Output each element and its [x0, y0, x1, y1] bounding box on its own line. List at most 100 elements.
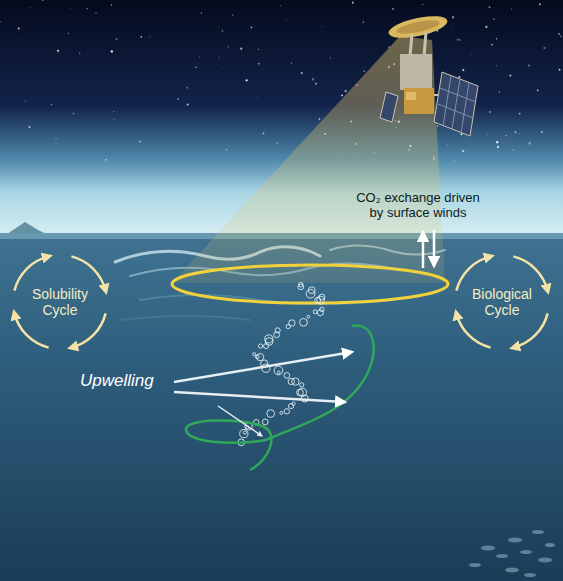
star	[70, 8, 72, 10]
star	[518, 132, 520, 134]
star	[312, 78, 314, 80]
star	[459, 39, 460, 40]
bubble	[264, 344, 269, 349]
bubble	[253, 353, 256, 356]
star	[218, 57, 219, 58]
star	[258, 49, 259, 50]
upwelling-label: Upwelling	[80, 371, 172, 390]
star	[437, 125, 438, 126]
star	[114, 119, 115, 120]
star	[278, 19, 280, 21]
star	[539, 3, 541, 5]
cycle-node: Biological Cycle	[450, 250, 554, 354]
star	[363, 70, 365, 72]
bubble	[240, 429, 248, 437]
bubble	[317, 296, 325, 304]
bubble	[257, 353, 264, 360]
star	[280, 5, 282, 7]
star	[111, 4, 112, 5]
star	[232, 15, 233, 16]
star	[105, 159, 107, 161]
satellite-beam	[172, 36, 445, 283]
star	[509, 74, 511, 76]
star	[195, 66, 196, 67]
upwelling-arrows	[174, 352, 352, 436]
star	[462, 150, 464, 152]
star	[149, 36, 151, 38]
bubble	[298, 284, 304, 290]
star	[262, 132, 264, 134]
cycle-arrow	[14, 313, 48, 347]
star	[18, 28, 20, 30]
star	[95, 12, 96, 13]
star	[23, 37, 25, 39]
star	[541, 131, 543, 133]
star	[276, 142, 278, 144]
star	[291, 63, 292, 64]
bubble	[300, 318, 308, 326]
cycle-label: Biological Cycle	[463, 286, 541, 318]
star	[528, 65, 530, 67]
star	[187, 104, 189, 106]
bubble	[243, 431, 246, 434]
star	[345, 90, 347, 92]
exchange-label: CO₂ exchange driven by surface winds	[348, 190, 488, 220]
star	[462, 69, 464, 71]
bubble	[307, 315, 310, 318]
star	[532, 115, 534, 117]
star	[559, 69, 561, 71]
star	[43, 66, 45, 68]
star	[251, 27, 253, 29]
bubble	[267, 410, 275, 418]
bubble	[297, 389, 304, 396]
bubble	[306, 289, 315, 298]
star	[258, 63, 260, 65]
bubble	[284, 373, 290, 379]
star	[177, 98, 179, 100]
star	[140, 36, 142, 38]
star	[321, 26, 323, 28]
bubble	[289, 404, 294, 409]
cycle-arrow	[513, 313, 547, 347]
star	[240, 48, 242, 50]
bubble	[277, 371, 280, 374]
star	[285, 19, 287, 21]
star	[485, 26, 487, 28]
star	[201, 12, 202, 13]
bubble	[280, 411, 283, 414]
star	[422, 4, 423, 5]
star	[29, 126, 31, 128]
upwelling-loop	[186, 420, 271, 470]
star	[139, 140, 141, 142]
star	[486, 133, 488, 135]
star	[301, 72, 303, 74]
cycle-arrow	[513, 256, 547, 290]
star	[452, 16, 454, 18]
star	[499, 92, 500, 93]
star	[315, 83, 316, 84]
star	[228, 46, 229, 47]
bubble	[300, 383, 304, 387]
exchange-arrows	[423, 230, 434, 268]
star	[0, 21, 1, 22]
star	[496, 141, 498, 143]
star	[73, 112, 75, 114]
stars	[0, 0, 562, 161]
footprint-ellipse	[172, 265, 448, 303]
star	[560, 35, 562, 37]
star	[198, 56, 200, 58]
star	[186, 87, 188, 89]
star	[519, 113, 521, 115]
ocean	[0, 233, 563, 581]
bubble	[286, 324, 290, 328]
star	[256, 97, 258, 99]
star	[222, 30, 224, 32]
star	[330, 57, 331, 58]
star	[470, 54, 472, 56]
star	[505, 135, 506, 136]
star	[225, 149, 227, 151]
star	[51, 104, 52, 105]
cycle-arrow	[71, 313, 105, 347]
bubble	[265, 338, 273, 346]
star	[86, 8, 87, 9]
